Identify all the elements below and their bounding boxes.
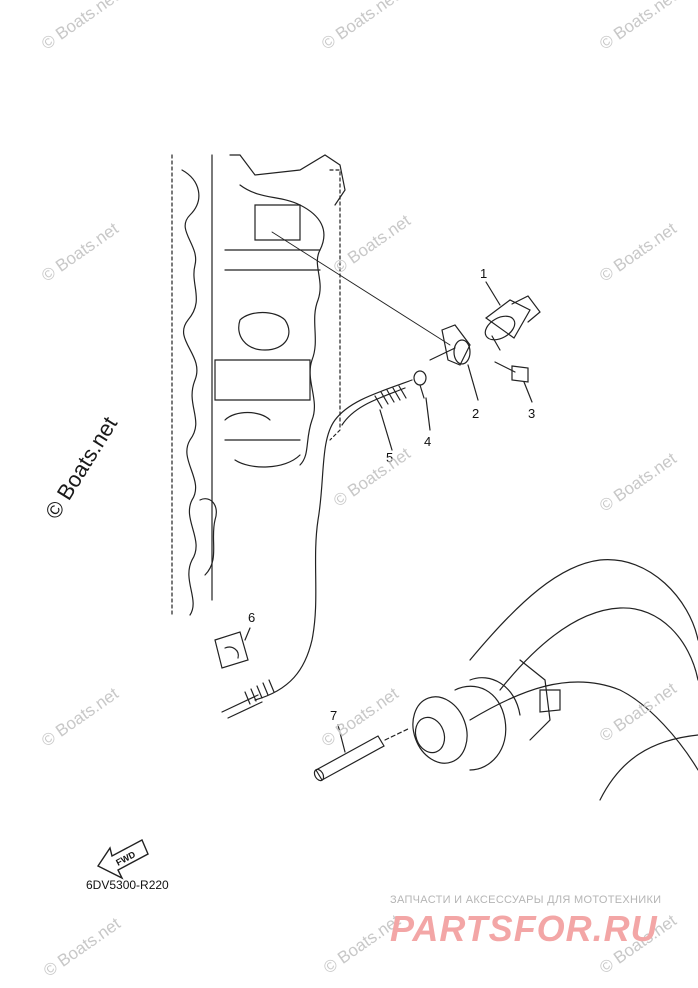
- engine-block: [171, 154, 346, 616]
- part-6-clamp: [214, 627, 275, 719]
- callout-2: 2: [472, 406, 479, 421]
- part-2-holder: [429, 324, 479, 401]
- callout-4: 4: [424, 434, 431, 449]
- brand-logo: PARTSFOR.RU: [390, 908, 658, 949]
- callout-1: 1: [480, 266, 487, 281]
- part-1-sensor: [484, 281, 541, 351]
- part-7-pin: [313, 724, 411, 782]
- diagram-code: 6DV5300-R220: [86, 878, 169, 892]
- part-3-bolt: [494, 361, 533, 403]
- callout-7: 7: [330, 708, 337, 723]
- brand-subtitle: ЗАПЧАСТИ И АКСЕССУАРЫ ДЛЯ МОТОТЕХНИКИ: [390, 894, 662, 906]
- fwd-label: FWD: [114, 849, 137, 868]
- callout-3: 3: [528, 406, 535, 421]
- part-4-clip: [413, 370, 431, 431]
- propeller-housing: [412, 559, 698, 801]
- fwd-arrow: [96, 839, 149, 880]
- callout-5: 5: [386, 450, 393, 465]
- callout-6: 6: [248, 610, 255, 625]
- part-5-hose: [254, 379, 413, 701]
